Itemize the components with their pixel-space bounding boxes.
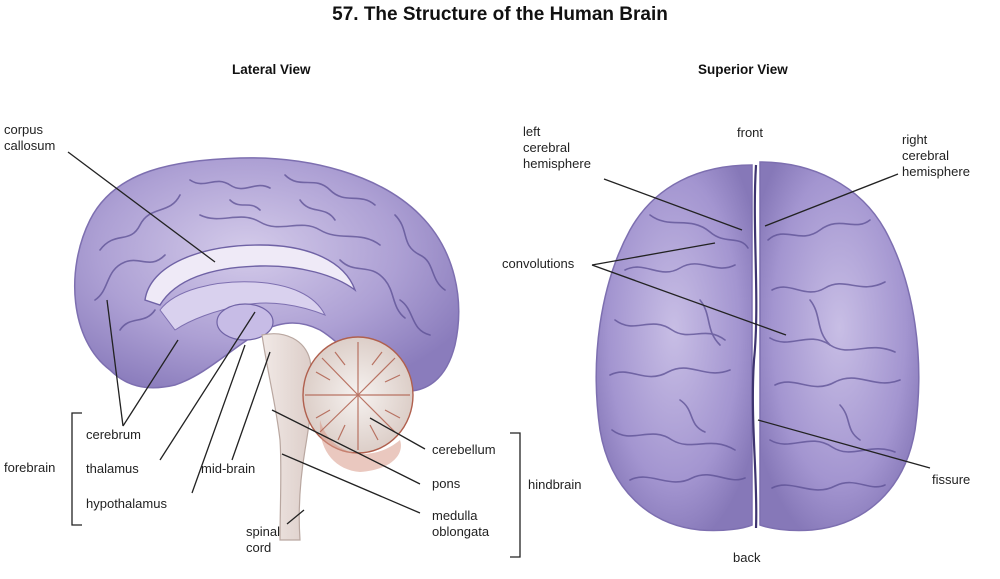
page-title: 57. The Structure of the Human Brain — [332, 4, 668, 25]
label-hypothalamus: hypothalamus — [86, 496, 167, 511]
cerebellum-shape — [302, 336, 414, 472]
thalamus-shape — [216, 303, 274, 341]
superior-view-title: Superior View — [698, 62, 788, 77]
label-fissure: fissure — [932, 472, 971, 487]
label-hindbrain: hindbrain — [528, 477, 582, 492]
cerebrum-shape — [74, 157, 460, 392]
corpus-callosum-shape — [144, 244, 357, 306]
label-cerebrum: cerebrum — [86, 427, 141, 442]
label-cerebellum: cerebellum — [432, 442, 496, 457]
label-right-cerebral-hemisphere: right cerebral hemisphere — [902, 132, 970, 179]
label-convolutions: convolutions — [502, 256, 575, 271]
superior-brain — [595, 161, 920, 532]
label-mid-brain: mid-brain — [201, 461, 256, 476]
label-corpus-callosum: corpus callosum — [4, 122, 56, 153]
right-hemisphere-shape — [759, 161, 920, 532]
label-pons: pons — [432, 476, 461, 491]
label-spinal-cord: spinal cord — [246, 524, 280, 555]
lateral-brain — [74, 157, 460, 541]
label-thalamus: thalamus — [86, 461, 139, 476]
lateral-view-title: Lateral View — [232, 62, 311, 77]
label-medulla-oblongata: medulla oblongata — [432, 508, 490, 539]
brainstem-shape — [261, 333, 313, 541]
left-hemisphere-shape — [595, 164, 753, 532]
label-forebrain: forebrain — [4, 460, 56, 475]
label-left-cerebral-hemisphere: left cerebral hemisphere — [523, 124, 591, 171]
label-front: front — [737, 125, 764, 140]
leader-lines — [67, 151, 931, 558]
label-back: back — [733, 550, 761, 565]
fissure-line — [751, 164, 758, 529]
